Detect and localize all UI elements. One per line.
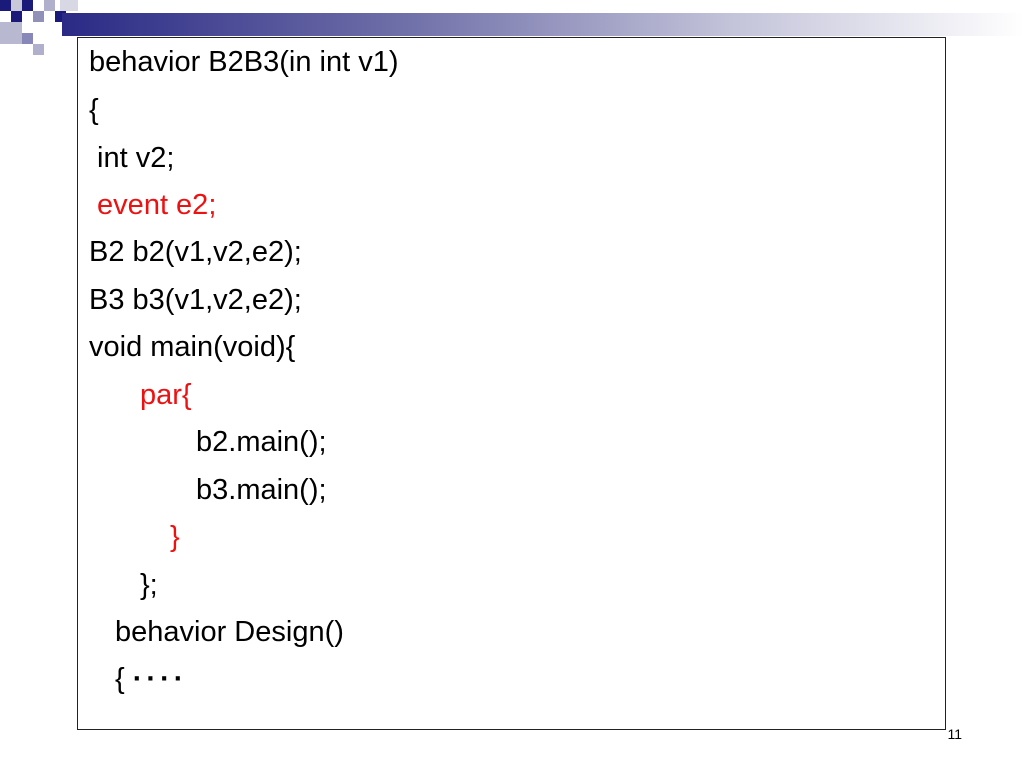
code-box: behavior B2B3(in int v1) { int v2; event… (77, 37, 946, 730)
code-line-highlight: par{ (140, 379, 192, 411)
code-line-highlight: event e2; (89, 189, 217, 221)
code-line: behavior Design() (115, 616, 344, 648)
page-number: 11 (947, 726, 962, 742)
title-gradient-bar (62, 13, 1024, 36)
code-line: }; (140, 569, 158, 601)
deco-square (11, 11, 22, 22)
code-line: B3 b3(v1,v2,e2); (89, 284, 302, 316)
deco-square (0, 0, 11, 11)
deco-square (33, 11, 44, 22)
deco-square (22, 33, 33, 44)
code-line: int v2; (89, 142, 175, 174)
code-line: void main(void){ (89, 331, 296, 363)
code-line: B2 b2(v1,v2,e2); (89, 236, 302, 268)
deco-square (55, 11, 66, 22)
ellipsis-dots: ···· (132, 663, 188, 695)
deco-square (22, 0, 33, 11)
deco-square (60, 0, 78, 11)
code-line: b2.main(); (196, 426, 327, 458)
code-line: { (89, 94, 99, 126)
code-line: behavior B2B3(in int v1) (89, 46, 399, 78)
deco-square (44, 0, 55, 11)
deco-square (0, 22, 22, 44)
deco-square (33, 44, 44, 55)
code-line-highlight: } (170, 521, 180, 553)
code-line: { ···· (115, 661, 187, 697)
deco-square (11, 0, 22, 11)
code-line: b3.main(); (196, 474, 327, 506)
code-line-text: { (115, 663, 133, 695)
